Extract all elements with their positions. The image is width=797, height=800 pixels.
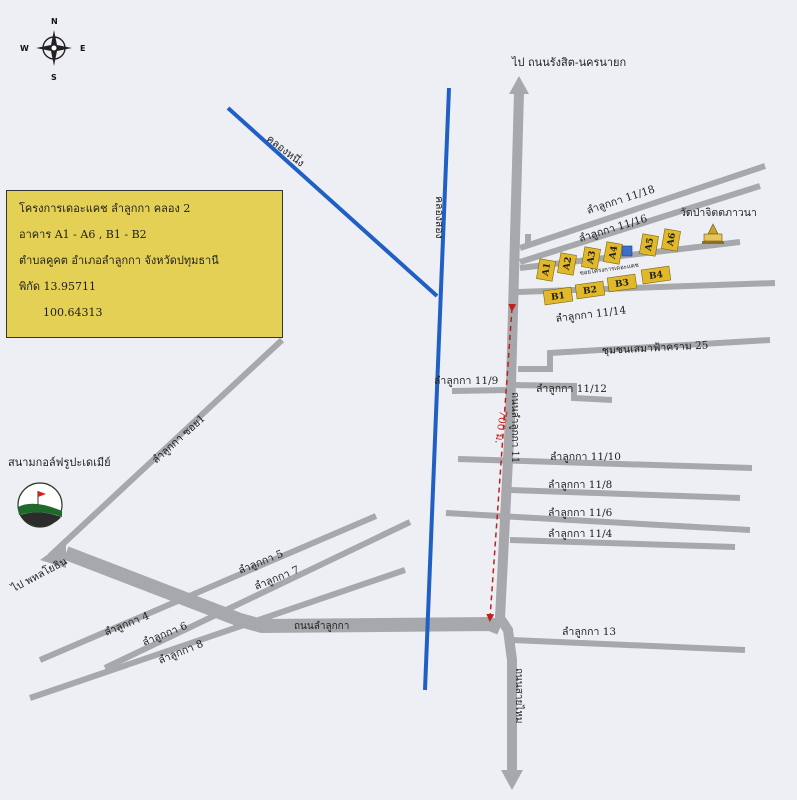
golf-course-icon xyxy=(17,482,63,528)
label-soi-119: ลำลูกกา 11/9 xyxy=(434,375,498,387)
compass-e: E xyxy=(80,44,85,53)
pool-icon xyxy=(621,245,633,257)
compass-s: S xyxy=(51,73,57,82)
label-soi-1114: ลำลูกกา 11/14 xyxy=(555,304,627,325)
road-soi-1112 xyxy=(509,382,613,403)
road-soi-1116 xyxy=(519,183,761,265)
distance-line xyxy=(486,303,517,622)
label-soi-11-road: ถนนลำลูกกา 11 xyxy=(509,392,520,463)
label-lamlukka-road: ถนนลำลูกกา xyxy=(294,621,349,632)
info-project-name: โครงการเดอะแคช ลำลูกกา คลอง 2 xyxy=(19,202,191,215)
arrow-west-icon xyxy=(40,541,66,568)
road-soi-5 xyxy=(103,519,412,671)
building-a1: A1 xyxy=(536,258,556,282)
svg-text:A1: A1 xyxy=(541,262,553,278)
label-khlong-song: คลองสอง xyxy=(433,196,445,239)
road-soi-1 xyxy=(47,337,285,559)
building-b3: B3 xyxy=(606,273,638,293)
road-soi-114 xyxy=(509,537,736,550)
project-buildings: A1 A2 A3 A4 A5 A6 B1 B2 B3 B4 xyxy=(536,228,681,306)
canals xyxy=(226,87,451,691)
arrow-north-icon xyxy=(509,76,529,94)
label-soi-1: ลำลูกกา ซอย1 xyxy=(150,412,208,466)
canal-khlong-nueng xyxy=(226,106,439,298)
building-b1: B1 xyxy=(542,286,574,306)
label-soi-4: ลำลูกกา 4 xyxy=(103,610,152,639)
building-a3: A3 xyxy=(581,246,601,270)
info-buildings: อาคาร A1 - A6 , B1 - B2 xyxy=(19,228,147,241)
svg-text:B3: B3 xyxy=(615,278,630,290)
building-a4: A4 xyxy=(603,241,623,265)
label-soi-1110: ลำลูกกา 11/10 xyxy=(550,451,621,463)
label-chumchon: ชุมชนเสมาฟ้าคราม 25 xyxy=(602,339,709,357)
info-address: ตำบลคูคต อำเภอลำลูกกา จังหวัดปทุมธานี xyxy=(19,254,219,267)
project-info-box: โครงการเดอะแคช ลำลูกกา คลอง 2 อาคาร A1 -… xyxy=(6,190,283,338)
building-a6: A6 xyxy=(661,228,681,252)
label-golf: สนามกอล์ฟรูปะเดเมีย์ xyxy=(8,456,111,469)
canal-khlong-song xyxy=(423,87,451,691)
road-lamlukka xyxy=(63,546,503,635)
building-b4: B4 xyxy=(640,265,672,285)
label-to-phahonyothin: ไป พหลโยธิน xyxy=(8,555,69,596)
svg-text:B1: B1 xyxy=(551,291,566,303)
road-soi-1118 xyxy=(519,163,766,251)
info-latitude: พิกัด 13.95711 xyxy=(19,280,97,293)
building-a5: A5 xyxy=(639,233,659,257)
building-a2: A2 xyxy=(557,252,577,276)
label-soi-116: ลำลูกกา 11/6 xyxy=(548,507,613,519)
label-soi-118: ลำลูกกา 11/8 xyxy=(548,479,612,491)
road-soi-119 xyxy=(451,387,511,394)
svg-text:B4: B4 xyxy=(649,270,664,282)
label-distance: 700 ม. xyxy=(492,410,509,445)
compass-icon xyxy=(36,30,72,66)
road-soi-4 xyxy=(38,513,378,663)
arrow-south-icon xyxy=(501,770,523,790)
road-soi-118 xyxy=(509,487,741,501)
svg-text:A3: A3 xyxy=(586,250,598,266)
svg-text:A4: A4 xyxy=(608,245,620,261)
label-soi-114: ลำลูกกา 11/4 xyxy=(548,528,613,540)
info-longitude: 100.64313 xyxy=(43,306,103,319)
label-temple: วัดป่าจิตตภาวนา xyxy=(680,207,757,219)
main-roads xyxy=(40,76,529,790)
svg-text:A6: A6 xyxy=(666,232,678,248)
label-soi-13: ลำลูกกา 13 xyxy=(562,626,616,638)
label-soi-1112: ลำลูกกา 11/12 xyxy=(536,383,607,395)
compass-w: W xyxy=(20,44,29,53)
label-to-rangsit: ไป ถนนรังสิต-นครนายก xyxy=(511,56,626,69)
building-b2: B2 xyxy=(574,280,606,300)
svg-text:A5: A5 xyxy=(644,237,656,253)
compass-n: N xyxy=(51,17,58,26)
road-soi-6 xyxy=(29,567,406,701)
road-soi-13 xyxy=(511,637,746,653)
svg-text:B2: B2 xyxy=(583,285,598,297)
label-sai-mai-road: ถนนสายไหม xyxy=(513,668,525,724)
road-chumchon xyxy=(518,337,771,372)
label-khlong-nueng: คลองหนึ่ง xyxy=(264,131,307,169)
svg-text:A2: A2 xyxy=(562,256,574,272)
temple-icon xyxy=(702,223,724,244)
